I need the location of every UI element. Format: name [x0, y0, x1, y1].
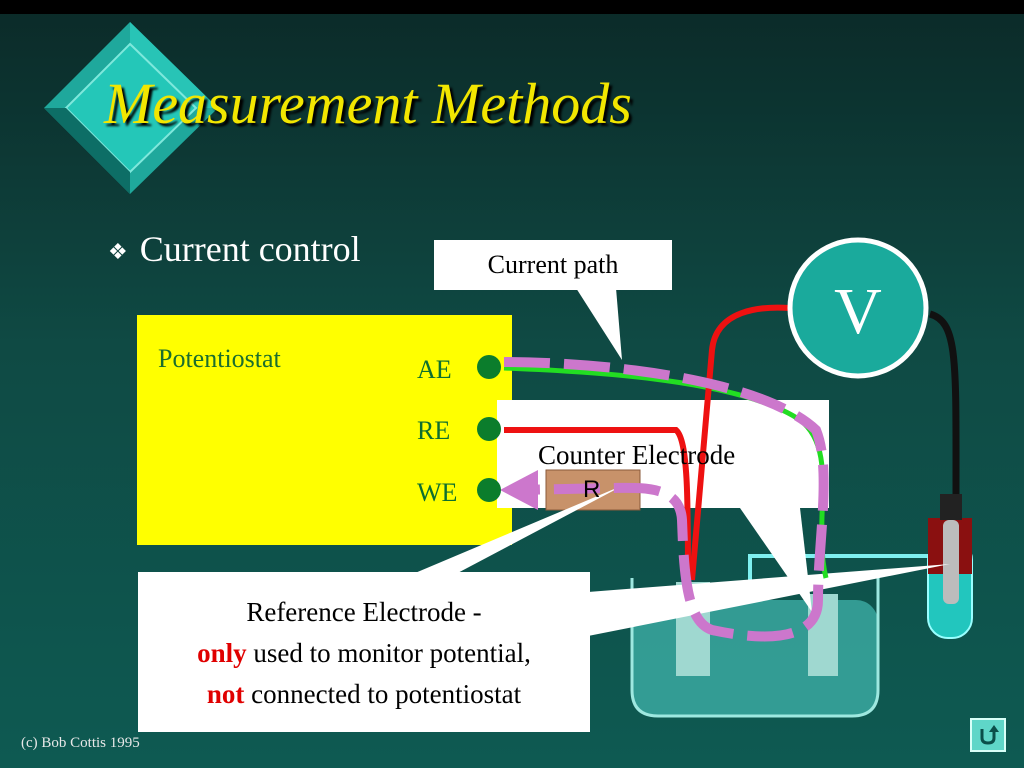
bullet-current-control: ❖ Current control	[108, 228, 361, 270]
potentiostat-box	[137, 315, 512, 545]
wire-ae	[503, 365, 829, 579]
emphasis-only: only	[197, 638, 247, 668]
wire-voltmeter-black	[928, 310, 960, 495]
wire-voltmeter-red	[689, 304, 791, 581]
reference-pointer	[588, 564, 950, 636]
return-button[interactable]	[970, 718, 1006, 752]
reference-line-3-rest: connected to potentiostat	[244, 679, 522, 709]
reference-line-3: not connected to potentiostat	[138, 674, 590, 715]
terminal-we	[477, 478, 501, 502]
return-arrow-icon	[980, 725, 999, 745]
reference-line-1: Reference Electrode -	[246, 597, 482, 627]
terminal-label-re: RE	[417, 416, 451, 445]
bullet-text: Current control	[139, 229, 361, 269]
emphasis-not: not	[206, 679, 245, 709]
terminal-re	[477, 417, 501, 441]
resistor-label: R	[583, 476, 601, 503]
terminal-label-ae: AE	[417, 355, 452, 384]
bullet-diamond-icon: ❖	[108, 240, 128, 266]
wire-re	[504, 427, 691, 581]
current-path-pointer	[576, 288, 622, 360]
current-path-line	[503, 357, 829, 642]
reference-electrode-callout: Reference Electrode - only used to monit…	[138, 572, 590, 732]
counter-pointer	[740, 508, 812, 612]
reference-line-2: only used to monitor potential,	[138, 633, 590, 674]
slide-title: Measurement Methods	[104, 71, 632, 136]
counter-electrode-label: Counter Electrode	[538, 440, 736, 470]
terminal-ae	[477, 355, 501, 379]
current-path-arrowhead	[500, 470, 538, 510]
reference-electrode	[927, 494, 973, 639]
voltmeter-label: V	[834, 275, 882, 348]
reference-pointer-2	[408, 484, 626, 576]
reference-line-2-rest: used to monitor potential,	[246, 638, 531, 668]
potentiostat-label: Potentiostat	[158, 344, 281, 373]
terminal-label-we: WE	[417, 478, 458, 507]
top-bar	[0, 0, 1024, 14]
current-path-callout: Current path	[434, 240, 672, 290]
diamond-logo	[44, 22, 218, 194]
credit-text: (c) Bob Cottis 1995	[21, 735, 140, 751]
voltmeter	[787, 237, 929, 379]
